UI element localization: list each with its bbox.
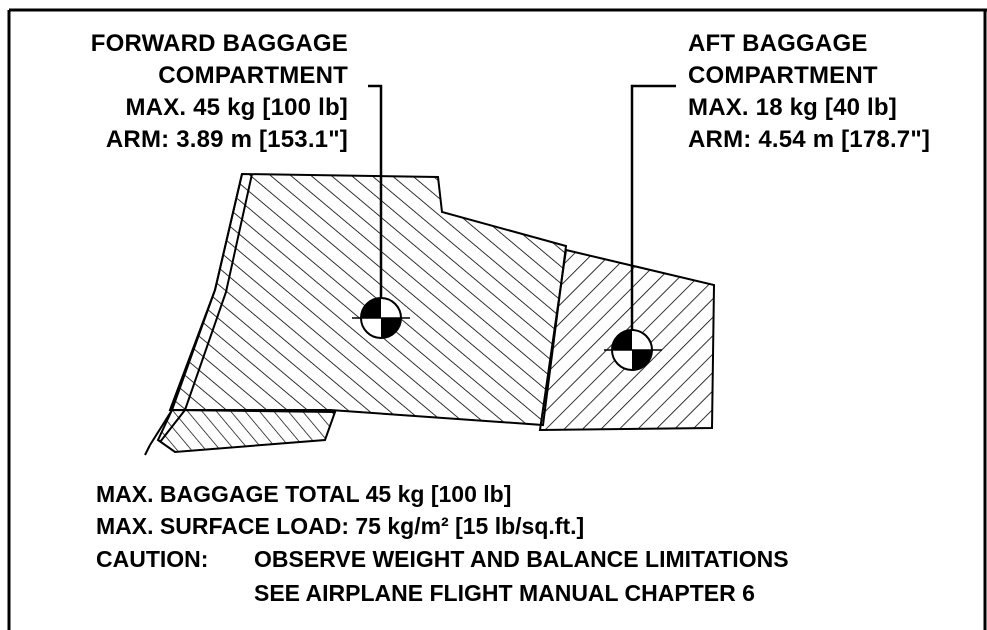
- caution-text: OBSERVE WEIGHT AND BALANCE LIMITATIONS: [254, 546, 789, 572]
- aft-compartment-max-weight: MAX. 18 kg [40 lb]: [688, 94, 897, 121]
- forward-compartment-area: [144, 172, 568, 456]
- placard-frame: [7, 8, 987, 630]
- forward-compartment-subtitle: COMPARTMENT: [158, 62, 348, 89]
- manual-reference: SEE AIRPLANE FLIGHT MANUAL CHAPTER 6: [254, 580, 755, 606]
- forward-compartment-arm: ARM: 3.89 m [153.1"]: [105, 126, 348, 153]
- aft-compartment-title: AFT BAGGAGE: [688, 30, 868, 57]
- aft-leader-line: [630, 84, 676, 350]
- forward-compartment-max-weight: MAX. 45 kg [100 lb]: [125, 94, 348, 121]
- aft-cg-symbol: [604, 329, 662, 371]
- forward-leader-line: [368, 84, 383, 315]
- caution-label: CAUTION:: [96, 546, 209, 572]
- forward-cg-symbol: [352, 297, 410, 339]
- max-baggage-total: MAX. BAGGAGE TOTAL 45 kg [100 lb]: [96, 481, 512, 507]
- aft-compartment-arm: ARM: 4.54 m [178.7"]: [688, 126, 931, 153]
- max-surface-load: MAX. SURFACE LOAD: 75 kg/m² [15 lb/sq.ft…: [96, 513, 585, 539]
- forward-compartment-title: FORWARD BAGGAGE: [90, 30, 348, 57]
- aft-compartment-subtitle: COMPARTMENT: [688, 62, 878, 89]
